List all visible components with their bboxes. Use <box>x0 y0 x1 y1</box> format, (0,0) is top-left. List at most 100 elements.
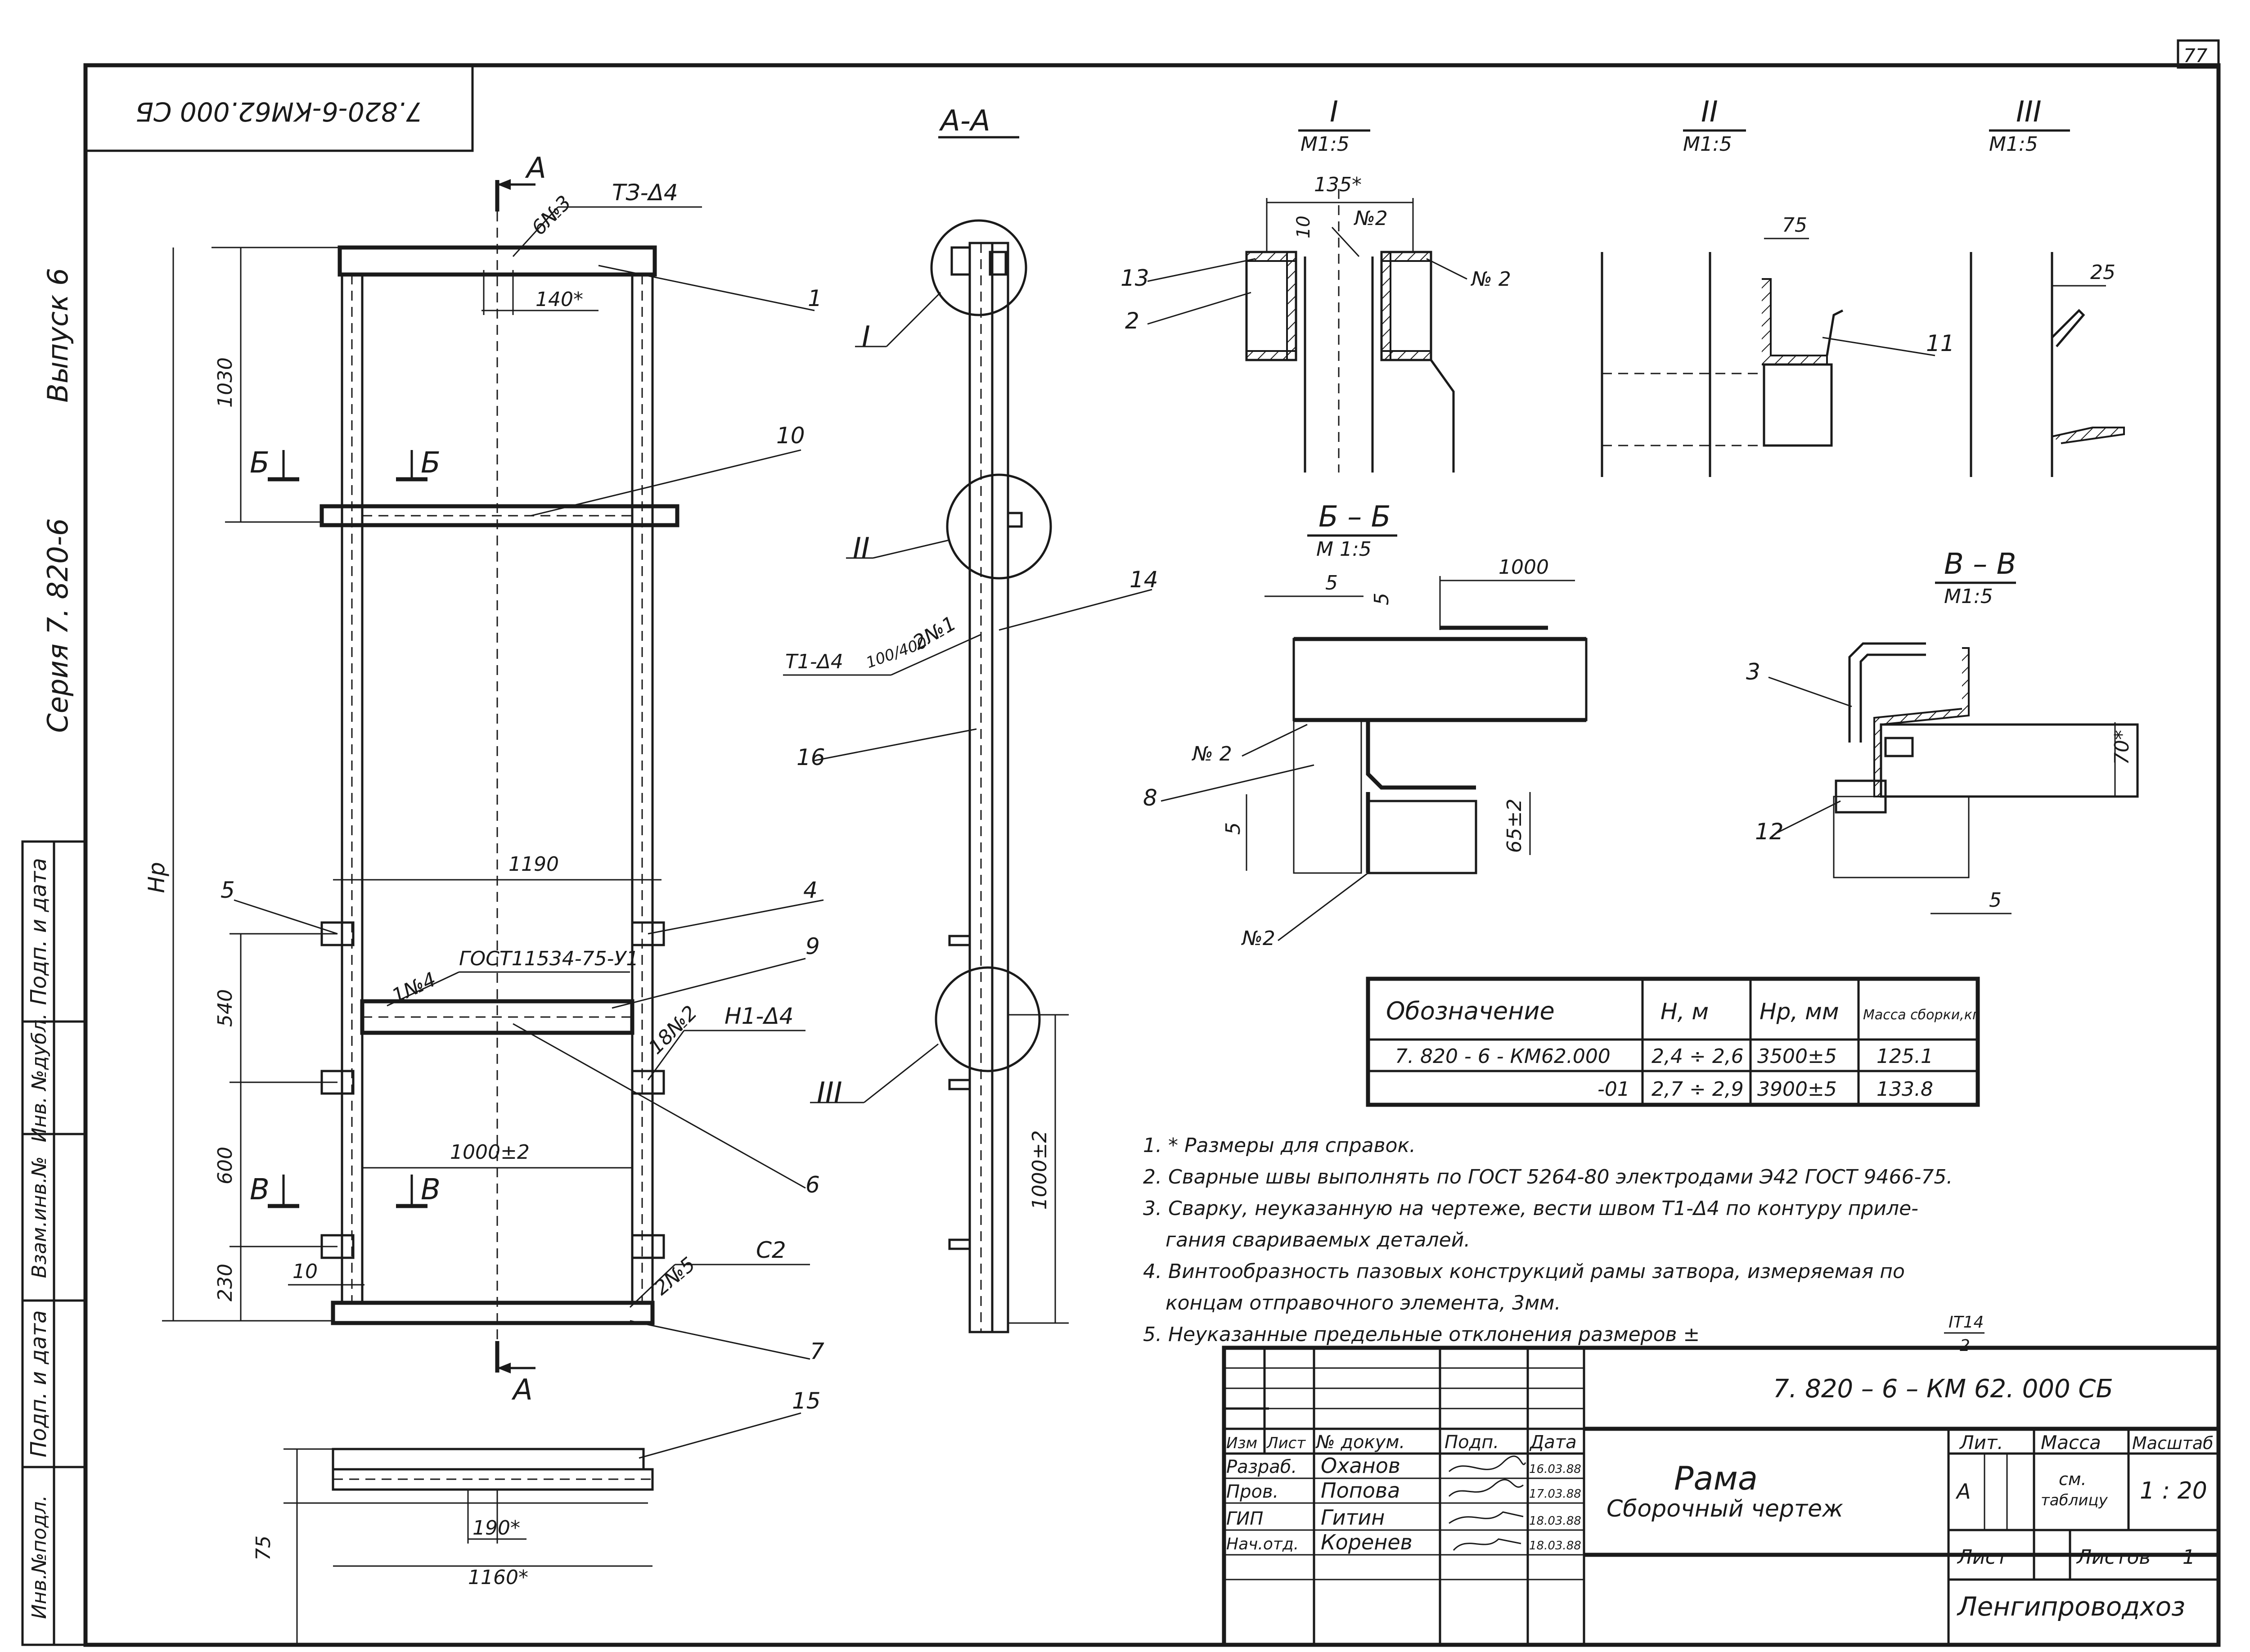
section-mark-bottom: А <box>511 1373 533 1407</box>
dim-1160: 1160* <box>468 1566 528 1589</box>
section-aa-title: А-А <box>939 104 990 138</box>
dim-5-bb-a: 5 <box>1325 572 1338 594</box>
dim-hr: Нр <box>144 862 170 893</box>
signer-role: Нач.отд. <box>1226 1535 1299 1553</box>
dim-70: 70* <box>2110 730 2133 765</box>
dim-65: 65±2 <box>1503 799 1526 853</box>
weld-t1: Т1-Δ4 <box>785 650 843 673</box>
gost-label: ГОСТ11534-75-У1 <box>459 947 639 970</box>
spec-table: Обозначение Н, м Нр, мм Масса сборки,кг … <box>1366 977 1980 1107</box>
side-stamp-cell: Взам.инв.№ <box>28 1157 51 1278</box>
dim-10-detail: 10 <box>1293 216 1314 239</box>
weld-h1: Н1-Δ4 <box>724 1003 793 1029</box>
dim-5-bb-b: 5 <box>1370 593 1393 605</box>
dim-25: 25 <box>2090 261 2115 284</box>
issue-label: Выпуск 6 <box>41 268 74 402</box>
dim-1030: 1030 <box>214 357 237 408</box>
col-header: Дата <box>1529 1432 1577 1453</box>
col-header: Лист <box>1266 1434 1306 1452</box>
dim-1000-aa: 1000±2 <box>1028 1130 1051 1210</box>
side-stamp-cell: Инв.№подл. <box>28 1495 51 1619</box>
detail-2: II М1:5 75 11 <box>1601 95 1955 477</box>
signer-date: 16.03.88 <box>1529 1463 1581 1476</box>
dim-135: 135* <box>1314 173 1362 196</box>
section-vv: В – В М1:5 70* 5 3 12 <box>1746 548 2139 914</box>
sheets-value: 1 <box>2182 1546 2195 1569</box>
table-cell: -01 <box>1598 1078 1630 1101</box>
dim-540: 540 <box>214 989 237 1027</box>
table-cell: 3500±5 <box>1757 1045 1837 1068</box>
detail-3: III М1:5 25 <box>1970 95 2125 477</box>
detail-2-title: II <box>1701 95 1718 129</box>
col-header: Изм <box>1226 1434 1257 1452</box>
signature-mark <box>1448 1479 1524 1497</box>
doc-code: 7. 820 – 6 – КМ 62. 000 СБ <box>1773 1374 2113 1404</box>
sheet-label: Лист <box>1957 1546 2008 1569</box>
section-bb: Б – Б М 1:5 1000 5 5 5 65±2 № 2 №2 8 <box>1143 500 1588 950</box>
table-cell: 3900±5 <box>1757 1078 1837 1101</box>
position-label: 2 <box>1125 308 1139 334</box>
table-header: Обозначение <box>1386 997 1555 1025</box>
signer-name: Коренев <box>1321 1530 1413 1554</box>
scale-value: 1 : 20 <box>2140 1477 2207 1504</box>
organization: Ленгипроводхоз <box>1957 1591 2185 1622</box>
lit-header: Лит. <box>1959 1431 2003 1454</box>
position-label: 9 <box>806 933 820 959</box>
col-header: Подп. <box>1444 1432 1499 1453</box>
signer-role: ГИП <box>1226 1508 1263 1529</box>
detail-1-scale: М1:5 <box>1300 133 1350 156</box>
drawing-name: Рама <box>1674 1459 1758 1497</box>
dim-75: 75 <box>252 1535 275 1561</box>
note-line: 3. Сварку, неуказанную на чертеже, вести… <box>1143 1197 1918 1220</box>
section-mark-top: А <box>525 152 546 185</box>
section-aa: А-А I II III Т1-Δ4 100/400 2№1 14 16 <box>783 104 1158 1333</box>
mass-value: таблицу <box>2041 1491 2108 1509</box>
table-header: Нр, мм <box>1760 999 1839 1025</box>
mass-value: см. <box>2059 1469 2087 1489</box>
side-stamp-cell: Подп. и дата <box>26 858 51 1005</box>
table-cell: 2,4 ÷ 2,6 <box>1652 1045 1744 1068</box>
position-label: 5 <box>220 877 235 903</box>
signer-date: 18.03.88 <box>1529 1514 1581 1528</box>
signer-name: Гитин <box>1321 1505 1385 1530</box>
dim-190: 190* <box>472 1517 520 1539</box>
weld-c2: С2 <box>756 1237 786 1263</box>
page-number: 77 <box>2183 45 2208 67</box>
section-mark-b: Б <box>421 446 441 480</box>
callout-III: III <box>817 1076 842 1110</box>
weld-top: ТЗ-Δ4 <box>612 180 678 206</box>
dim-230: 230 <box>214 1264 237 1301</box>
weld-c2-count: 2№5 <box>650 1253 700 1300</box>
signer-role: Пров. <box>1226 1481 1278 1502</box>
notes: 1. * Размеры для справок. 2. Сварные швы… <box>1143 1134 1984 1355</box>
sheets-label: Листов <box>2076 1546 2151 1569</box>
dim-1000-bb: 1000 <box>1498 556 1549 579</box>
weld-n2-a: №2 <box>1353 207 1388 230</box>
col-header: № докум. <box>1315 1432 1405 1453</box>
signer-role: Разраб. <box>1226 1457 1297 1477</box>
section-bb-title: Б – Б <box>1318 500 1391 534</box>
dim-5-vv: 5 <box>1989 889 2002 912</box>
note-line: концам отправочного элемента, 3мм. <box>1166 1292 1561 1314</box>
position-label: 12 <box>1755 819 1784 845</box>
position-label: 3 <box>1746 659 1760 685</box>
detail-2-scale: М1:5 <box>1683 133 1732 156</box>
signer-name: Попова <box>1321 1478 1400 1503</box>
note-line: гания свариваемых деталей. <box>1166 1229 1470 1251</box>
series-label: Серия 7. 820-6 <box>41 518 74 733</box>
note-line: 4. Винтообразность пазовых конструкций р… <box>1143 1260 1905 1283</box>
side-stamp: Подп. и дата Инв. №дубл. Взам.инв.№ Подп… <box>21 840 87 1646</box>
title-block: 7. 820 – 6 – КМ 62. 000 СБ Рама Сборочны… <box>1222 1346 2221 1647</box>
position-label: 14 <box>1130 567 1158 593</box>
mass-header: Масса <box>2041 1431 2101 1454</box>
section-bb-scale: М 1:5 <box>1316 538 1372 561</box>
note-line: 5. Неуказанные предельные отклонения раз… <box>1143 1323 1700 1346</box>
position-label: 13 <box>1120 265 1149 291</box>
position-label: 8 <box>1143 785 1157 811</box>
table-cell: 7. 820 - 6 - КМ62.000 <box>1395 1045 1611 1068</box>
section-vv-scale: М1:5 <box>1944 585 1993 608</box>
drawing-type: Сборочный чертеж <box>1606 1495 1843 1522</box>
dim-75-detail: 75 <box>1782 214 1807 237</box>
dim-600: 600 <box>214 1147 237 1184</box>
table-header: Н, м <box>1660 999 1709 1025</box>
